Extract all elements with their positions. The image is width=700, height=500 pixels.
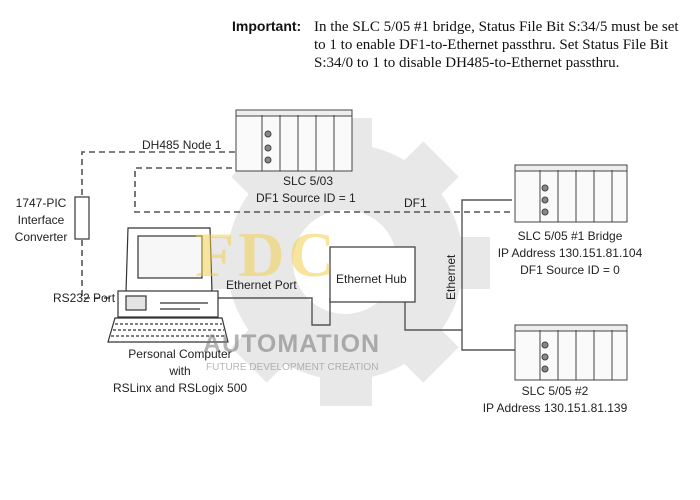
slc-5-05-2-ip: IP Address 130.151.81.139	[482, 401, 628, 415]
pic-line-1: 1747-PIC	[15, 196, 67, 210]
slc-5-05-1-rack-icon	[514, 164, 628, 223]
slc-5-05-2-name: SLC 5/05 #2	[521, 384, 589, 398]
slc-5-05-1-name: SLC 5/05 #1 Bridge	[517, 229, 623, 243]
watermark-logo: FDC	[195, 219, 339, 290]
ethernet-port-label: Ethernet Port	[226, 278, 297, 292]
important-label: Important:	[232, 18, 302, 34]
slc-5-03-label: SLC 5/03	[283, 174, 334, 188]
important-text: In the SLC 5/05 #1 bridge, Status File B…	[314, 19, 679, 71]
watermark-brand: AUTOMATION	[203, 330, 381, 358]
rs232-port-label: RS232 Port	[53, 291, 116, 305]
watermark-gear-icon	[202, 118, 490, 406]
ethernet-vertical-label: Ethernet	[444, 254, 458, 300]
slc-5-05-1-source-id: DF1 Source ID = 0	[520, 263, 620, 277]
ethernet-hub-box	[329, 246, 416, 303]
watermark-tagline: FUTURE DEVELOPMENT CREATION	[206, 362, 379, 373]
df1-label: DF1	[404, 196, 427, 210]
pc-labels: Personal Computer with RSLinx and RSLogi…	[95, 346, 265, 397]
pic-converter-box	[74, 196, 90, 240]
slc-5-03-rack-icon	[235, 109, 353, 172]
pic-line-2: Interface	[17, 213, 65, 227]
pic-line-3: Converter	[14, 230, 68, 244]
pc-line-2: with	[169, 364, 191, 378]
personal-computer-icon	[107, 227, 229, 343]
dh485-link	[81, 151, 262, 299]
dh485-node-label: DH485 Node 1	[142, 138, 222, 152]
slc-5-05-2-rack-icon	[514, 324, 628, 381]
pic-converter-label: 1747-PIC Interface Converter	[6, 195, 76, 246]
ethernet-hub-label: Ethernet Hub	[336, 272, 407, 286]
df1-link	[134, 167, 512, 213]
slc-5-05-1-labels: SLC 5/05 #1 Bridge IP Address 130.151.81…	[470, 228, 670, 279]
pc-line-3: RSLinx and RSLogix 500	[112, 381, 248, 395]
slc-5-03-source-id: DF1 Source ID = 1	[256, 191, 356, 205]
slc-5-05-1-ip: IP Address 130.151.81.104	[497, 246, 643, 260]
pc-line-1: Personal Computer	[128, 347, 232, 361]
slc-5-05-2-labels: SLC 5/05 #2 IP Address 130.151.81.139	[455, 383, 655, 417]
ethernet-links	[215, 199, 540, 351]
